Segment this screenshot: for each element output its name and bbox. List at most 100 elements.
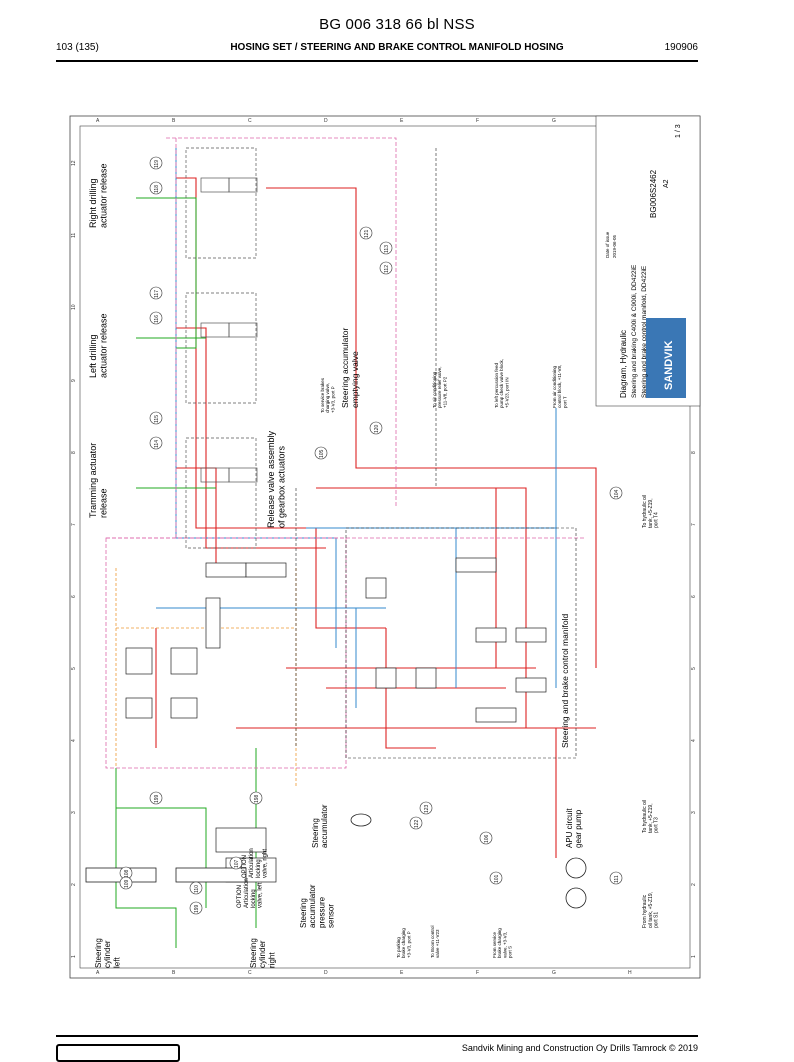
callouts: 1191181171161151141211131121201051041061…	[119, 156, 623, 915]
label-boom-control-line: To Boom control	[430, 925, 435, 958]
label-apu-pump-line: gear pump	[574, 809, 583, 848]
callout-circle	[379, 261, 393, 275]
title-block-diagram-type: Diagram, Hydraulic	[619, 330, 628, 398]
label-release-valve-line: Release valve assembly	[266, 430, 276, 528]
title-block-desc1: Steering and braking C400i & C900i, DD42…	[631, 264, 638, 398]
grid-col-marker: 2	[71, 883, 77, 886]
grid-col-marker: 1	[691, 955, 697, 958]
label-left-percussion-line: pump check valve block,	[499, 359, 504, 408]
callout-number: 118	[154, 185, 160, 193]
label-option-left-line: OPTION	[237, 885, 243, 908]
label-boom-control-line: valve +11-V23	[435, 929, 440, 958]
grid-row-marker: E	[400, 118, 404, 124]
grid-col-marker: 11	[71, 233, 77, 238]
label-pressure-sensor-line: pressure	[317, 896, 326, 928]
label-pressure-sensor-line: Steering	[299, 898, 308, 928]
callout-circle	[149, 791, 163, 805]
apu-pump	[565, 857, 587, 909]
grid-row-marker: A	[96, 118, 100, 124]
label-from-tank-line: oil tank, +5-Z19,	[648, 892, 654, 928]
callout-circle	[249, 791, 263, 805]
grid-row-marker: C	[248, 118, 252, 124]
callout-number: 199	[194, 904, 200, 913]
callout-number: 105	[319, 449, 325, 458]
label-option-left-line: Articulation	[244, 878, 250, 908]
label-service-brake-line: charging valve,	[325, 383, 330, 413]
label-pressure-sensor-line: accumulator	[308, 884, 317, 928]
callout-circle	[314, 446, 328, 460]
label-right-drilling-line: Right drilling	[88, 178, 98, 228]
callout-number: 107	[234, 859, 240, 868]
label-hyd-tank-t4-line: To hydraulic oil	[642, 495, 648, 528]
title-block-sheet: 1 / 3	[675, 124, 682, 138]
grid-col-marker: 8	[691, 451, 697, 454]
label-accumulator-line: accumulator	[320, 804, 329, 848]
grid-row-marker: E	[400, 970, 404, 976]
title-block-date: 2019-06-05	[612, 234, 617, 258]
label-left-drilling-line: actuator release	[98, 313, 108, 378]
title-block: SANDVIK Diagram, Hydraulic Steering and …	[595, 115, 701, 407]
label-parking-brake-line: brake charging	[401, 928, 406, 958]
title-block-desc2: Steering and brake control manifold, DD4…	[641, 265, 648, 398]
footer-rule	[56, 1035, 698, 1037]
callout-number: 114	[154, 440, 160, 448]
callout-circle	[419, 801, 433, 815]
grid-col-marker: 4	[691, 739, 697, 742]
label-cyl-left-line: left	[112, 957, 121, 968]
callout-circle	[149, 311, 163, 325]
label-pressure-sensor-line: sensor	[327, 904, 336, 928]
document-date: 190906	[664, 42, 698, 53]
label-left-percussion-line: +5-V23, port IN	[504, 377, 509, 408]
callout-number: 111	[614, 875, 620, 883]
grid-row-marker: A	[96, 970, 100, 976]
grid-col-marker: 7	[71, 523, 77, 526]
title-block-size: A2	[663, 179, 670, 188]
callout-number: 112	[384, 265, 390, 273]
callout-circle	[479, 831, 493, 845]
black-dashed-lines	[295, 148, 577, 759]
label-cyl-left-line: cylinder	[103, 940, 112, 968]
grid-col-marker: 5	[71, 667, 77, 670]
grid-col-marker: 3	[71, 811, 77, 814]
title-block-brand: SANDVIK	[663, 340, 675, 390]
label-option-left-line: valve, left	[258, 882, 264, 908]
label-option-right-line: valve, right	[263, 849, 269, 878]
grid-col-marker: 12	[71, 160, 77, 166]
label-from-service-line: valve, +3-V3,	[502, 932, 507, 958]
grid-row-marker: D	[324, 118, 328, 124]
callout-circle	[229, 856, 243, 870]
callout-number: 110	[194, 885, 200, 893]
callout-circle	[149, 411, 163, 425]
callout-circle	[149, 156, 163, 170]
label-tramming-line: release	[98, 488, 108, 518]
callout-number: 109	[124, 879, 130, 888]
label-from-tank-line: From hydraulic	[642, 894, 648, 928]
callout-circle	[149, 286, 163, 300]
label-service-brake-line: To service brakes	[320, 377, 325, 413]
page-number: 103 (135)	[56, 42, 99, 53]
grid-col-marker: 2	[691, 883, 697, 886]
callout-number: 123	[424, 804, 430, 813]
callout-circle	[189, 901, 203, 915]
callout-circle	[609, 486, 623, 500]
label-air-cond-line: +11-V8, port P2	[442, 376, 447, 408]
release-valve-boxes	[185, 147, 258, 549]
callout-circle	[119, 876, 133, 890]
grid-col-marker: 9	[71, 379, 77, 382]
label-hyd-tank-t3-line: tank, +5-Z19,	[648, 803, 654, 833]
label-parking-brake-line: +3-V3, port P	[406, 931, 411, 958]
callout-circle	[489, 871, 503, 885]
label-from-service-line: brake charging	[497, 928, 502, 958]
label-apu-pump-line: APU circuit	[565, 808, 574, 848]
document-title: BG 006 318 66 bl NSS	[319, 16, 475, 33]
title-block-drawing-no: BG006S2462	[649, 169, 658, 218]
steering-cylinders	[85, 867, 247, 883]
label-air-cond-tank-line: port T	[562, 396, 567, 408]
label-cyl-right-line: right	[267, 952, 276, 968]
label-release-valve-line: of gearbox actuators	[276, 445, 286, 528]
header-rule	[56, 60, 698, 62]
grid-col-marker: 7	[691, 523, 697, 526]
sandvik-logo	[646, 318, 686, 398]
label-air-cond-line: pressure relief valve,	[437, 366, 442, 408]
callout-number: 113	[384, 245, 390, 253]
